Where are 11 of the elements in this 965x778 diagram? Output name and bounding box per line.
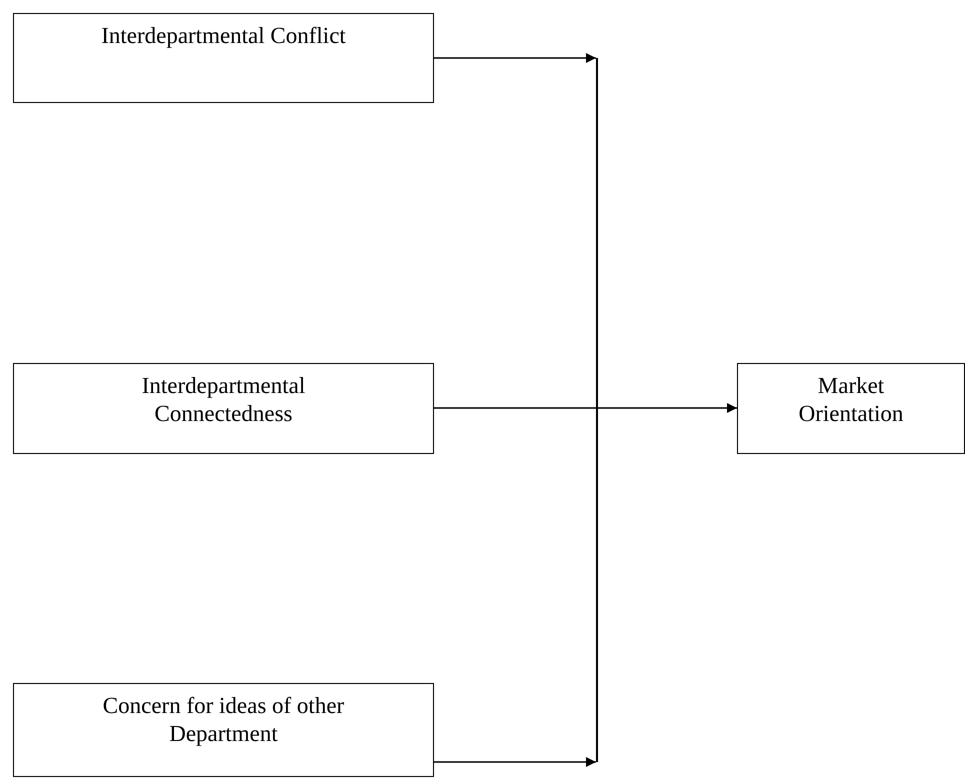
box-label: Concern for ideas of other Department — [102, 692, 346, 748]
box-label: Market Orientation — [798, 372, 904, 428]
concept-box — [13, 363, 434, 454]
arrow — [434, 53, 596, 63]
concept-box — [13, 13, 434, 103]
box-label: Interdepartmental Conflict — [100, 22, 347, 50]
arrow — [434, 403, 737, 413]
concept-box — [13, 683, 434, 777]
arrow — [434, 757, 596, 767]
box-label: Interdepartmental Connectedness — [140, 372, 306, 428]
concept-box — [737, 363, 965, 454]
